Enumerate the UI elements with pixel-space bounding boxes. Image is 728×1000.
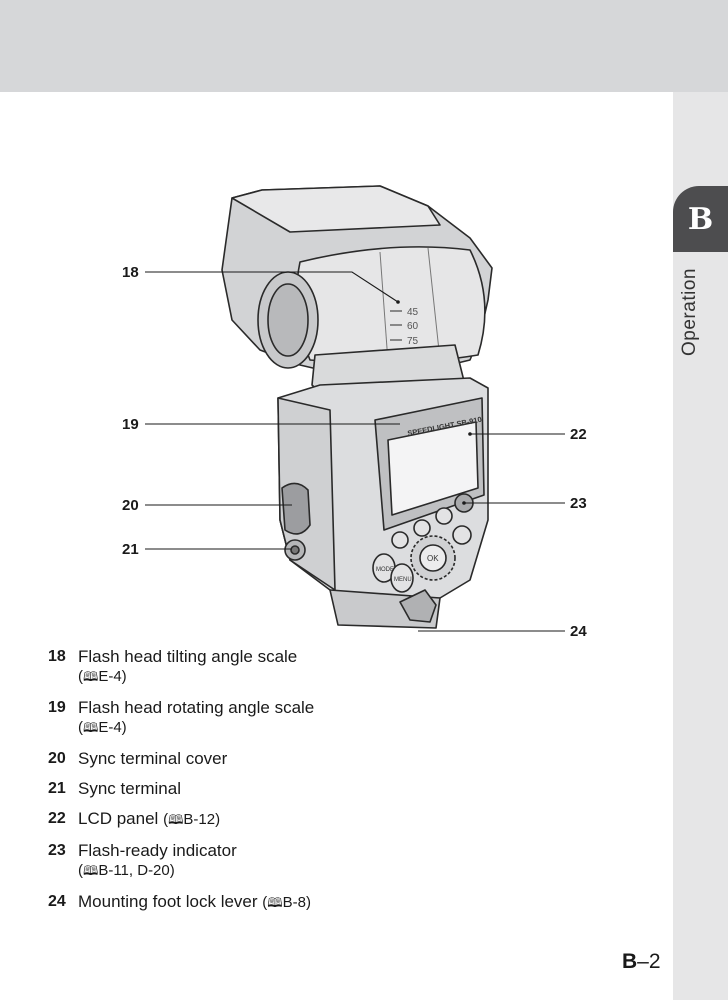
callout-20: 20 <box>122 497 139 514</box>
book-icon: 🕮 <box>83 721 99 736</box>
section-tab-letter: B <box>687 201 714 237</box>
callout-21: 21 <box>122 541 139 558</box>
legend-item-text: LCD panel <box>78 809 159 828</box>
legend-item-text: Flash head rotating angle scale <box>78 698 315 717</box>
page-number: B–2 <box>622 950 661 974</box>
legend-item-reference: (🕮E-4) <box>78 719 127 736</box>
legend-item-22: 22 LCD panel (🕮B-12) <box>48 808 648 831</box>
legend-item-text: Flash head tilting angle scale <box>78 647 298 666</box>
legend-item-number: 22 <box>48 810 66 827</box>
callout-22: 22 <box>570 426 587 443</box>
top-band <box>0 0 728 92</box>
legend-item-21: 21 Sync terminal <box>48 778 648 799</box>
mode-button-label: MODE <box>376 567 394 573</box>
tilt-scale-mark-60: 60 <box>407 321 419 332</box>
legend-item-reference: (🕮B-12) <box>163 811 221 828</box>
legend-item-number: 23 <box>48 842 66 859</box>
tilt-scale-mark-45: 45 <box>407 307 419 318</box>
legend-item-text: Sync terminal cover <box>78 749 228 768</box>
menu-button-label: MENU <box>394 577 412 583</box>
legend-item-23: 23 Flash-ready indicator (🕮B-11, D-20) <box>48 840 648 882</box>
section-tab: B <box>673 186 728 252</box>
legend-item-number: 20 <box>48 750 66 767</box>
legend-item-reference: (🕮E-4) <box>78 668 127 685</box>
legend-item-20: 20 Sync terminal cover <box>48 748 648 769</box>
legend-item-reference: (🕮B-11, D-20) <box>78 862 175 879</box>
flash-illustration: 45 60 75 SPEEDLIGHT SB-910 MODE MENU OK … <box>122 185 587 640</box>
callout-24: 24 <box>570 623 587 640</box>
book-icon: 🕮 <box>83 864 99 879</box>
callout-19: 19 <box>122 416 139 433</box>
legend-item-text: Mounting foot lock lever <box>78 892 258 911</box>
page-number-suffix: –2 <box>637 950 661 973</box>
callout-18: 18 <box>122 264 139 281</box>
book-icon: 🕮 <box>168 813 184 828</box>
ok-button-label: OK <box>427 554 439 563</box>
callout-23: 23 <box>570 495 587 512</box>
legend-item-24: 24 Mounting foot lock lever (🕮B-8) <box>48 891 648 914</box>
legend-item-18: 18 Flash head tilting angle scale (🕮E-4) <box>48 646 648 688</box>
legend-item-number: 18 <box>48 648 66 665</box>
book-icon: 🕮 <box>83 670 99 685</box>
page-number-letter: B <box>622 950 638 973</box>
legend-item-19: 19 Flash head rotating angle scale (🕮E-4… <box>48 697 648 739</box>
legend-item-number: 24 <box>48 893 66 910</box>
legend-item-text: Sync terminal <box>78 779 181 798</box>
tilt-scale-mark-75: 75 <box>407 336 419 347</box>
legend-item-number: 21 <box>48 780 66 797</box>
legend-item-reference: (🕮B-8) <box>262 894 311 911</box>
legend-item-number: 19 <box>48 699 66 716</box>
parts-legend: 18 Flash head tilting angle scale (🕮E-4)… <box>48 646 648 923</box>
callout-line-18 <box>145 271 399 303</box>
legend-item-text: Flash-ready indicator <box>78 841 237 860</box>
book-icon: 🕮 <box>267 896 283 911</box>
